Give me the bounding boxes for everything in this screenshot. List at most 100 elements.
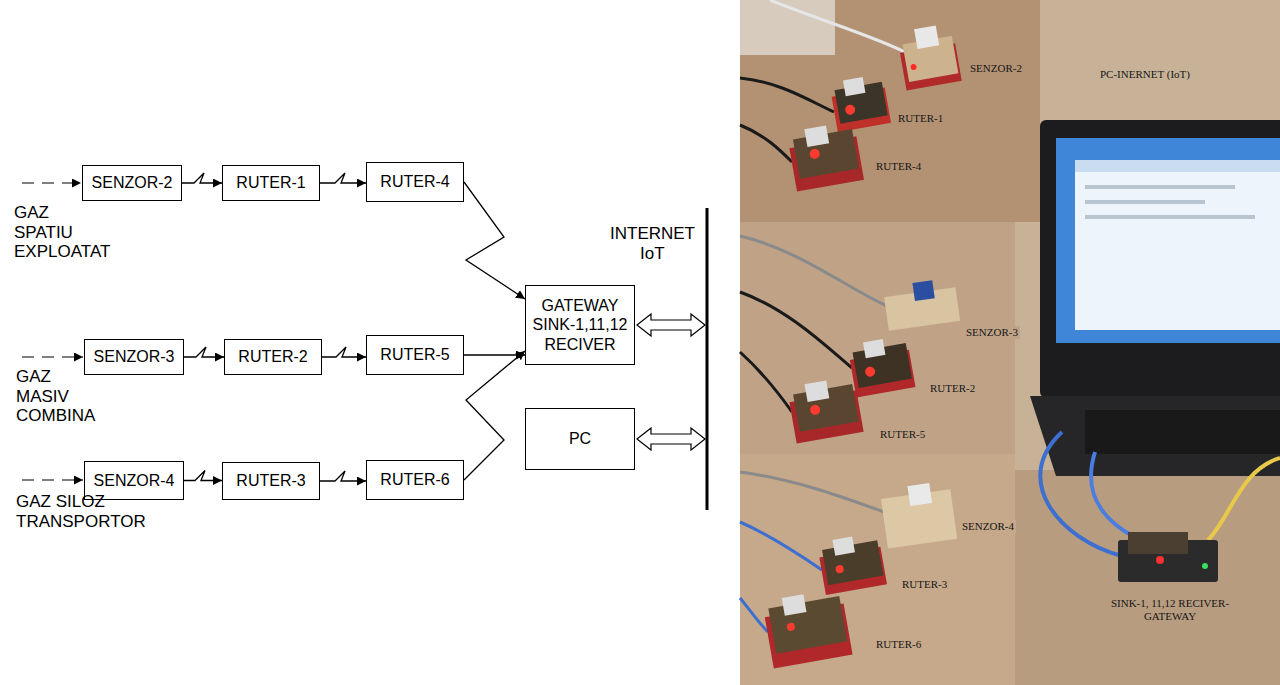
gas-source-label: GAZ SPATIU EXPLOATAT bbox=[14, 203, 110, 262]
sensor-board bbox=[880, 480, 958, 548]
photo-caption: SENZOR-2 bbox=[968, 62, 1024, 75]
router-board bbox=[817, 532, 887, 595]
photo-ground bbox=[740, 0, 1040, 222]
router-board bbox=[829, 74, 891, 133]
window-line bbox=[1085, 200, 1205, 204]
radio-link bbox=[464, 182, 525, 299]
cable bbox=[740, 522, 822, 570]
gas-sensor-module bbox=[907, 483, 932, 506]
router-board bbox=[787, 121, 864, 192]
photo-caption: RUTER-2 bbox=[928, 382, 977, 395]
pc-box: PC bbox=[525, 408, 635, 470]
cable bbox=[740, 292, 852, 368]
sink-shield bbox=[1128, 532, 1188, 554]
gas-input-arrow bbox=[22, 182, 81, 183]
photo-ground bbox=[740, 0, 1280, 685]
usb-cable bbox=[1040, 432, 1122, 556]
led bbox=[1156, 556, 1164, 564]
node-label: PC bbox=[530, 429, 630, 448]
cable bbox=[740, 472, 884, 512]
photo-ground bbox=[740, 454, 1015, 685]
cable bbox=[740, 236, 887, 306]
router-board bbox=[787, 376, 864, 444]
node-label: SENZOR-3 bbox=[89, 347, 179, 366]
gas-source-label: GAZ SILOZ TRANSPORTOR bbox=[16, 492, 146, 531]
node-label: RUTER-2 bbox=[229, 347, 317, 366]
gas-sensor-module bbox=[914, 25, 939, 49]
radio-link bbox=[322, 347, 366, 357]
sensor-box: SENZOR-2 bbox=[82, 165, 182, 201]
router-box: RUTER-5 bbox=[366, 335, 464, 375]
photo-caption: PC-INERNET (IoT) bbox=[1098, 68, 1192, 81]
led bbox=[1202, 563, 1208, 569]
photo-caption: SENZOR-3 bbox=[964, 326, 1020, 339]
radio-module bbox=[863, 339, 885, 358]
gas-sensor-module bbox=[912, 280, 934, 301]
node-label: RUTER-1 bbox=[227, 173, 315, 192]
led bbox=[864, 366, 876, 378]
radio-link bbox=[464, 351, 525, 480]
radio-link bbox=[182, 173, 222, 183]
radio-module bbox=[805, 380, 830, 402]
photo-caption: RUTER-5 bbox=[878, 428, 927, 441]
led bbox=[835, 564, 844, 573]
radio-module bbox=[804, 125, 829, 147]
window-line bbox=[1085, 215, 1255, 219]
node-label: SENZOR-4 bbox=[89, 471, 179, 490]
router-board bbox=[847, 335, 915, 398]
node-label: SENZOR-2 bbox=[87, 173, 177, 192]
cable bbox=[740, 125, 792, 162]
gas-source-label: GAZ MASIV COMBINA bbox=[16, 367, 95, 426]
radio-link bbox=[184, 347, 224, 357]
photo-caption: RUTER-1 bbox=[896, 112, 945, 125]
laptop-base bbox=[1030, 396, 1280, 476]
radio-link bbox=[320, 471, 366, 481]
gas-input-arrow bbox=[22, 356, 83, 357]
window-line bbox=[1085, 185, 1235, 189]
photo-ground bbox=[1015, 470, 1280, 685]
router-box: RUTER-6 bbox=[366, 460, 464, 500]
radio-module bbox=[782, 594, 807, 616]
gateway-box: GATEWAY SINK-1,11,12 RECIVER bbox=[525, 285, 635, 365]
laptop-lid bbox=[1040, 120, 1280, 398]
double-arrow bbox=[637, 428, 705, 450]
radio-link bbox=[184, 471, 222, 481]
laptop-screen bbox=[1056, 138, 1280, 343]
cable bbox=[740, 598, 768, 632]
photo-caption: RUTER-3 bbox=[900, 578, 949, 591]
board-shield bbox=[768, 596, 847, 654]
usb-cable bbox=[1091, 452, 1140, 540]
router-box: RUTER-4 bbox=[366, 162, 464, 202]
node-label: RUTER-4 bbox=[371, 172, 459, 191]
router-board bbox=[762, 588, 853, 669]
internet-bus bbox=[706, 208, 709, 510]
radio-link bbox=[464, 354, 525, 355]
led bbox=[786, 622, 795, 631]
router-box: RUTER-2 bbox=[224, 339, 322, 375]
led bbox=[844, 104, 856, 116]
node-label: GATEWAY SINK-1,11,12 RECIVER bbox=[530, 296, 630, 354]
window-titlebar bbox=[1075, 160, 1280, 172]
radio-module bbox=[843, 77, 865, 96]
photo-caption: SENZOR-4 bbox=[960, 520, 1016, 533]
sensor-board bbox=[883, 277, 960, 331]
photo-caption: RUTER-4 bbox=[874, 160, 923, 173]
node-label: RUTER-6 bbox=[371, 470, 459, 489]
radio-module bbox=[832, 536, 854, 555]
node-label: RUTER-5 bbox=[371, 345, 459, 364]
led bbox=[910, 63, 917, 70]
cable bbox=[740, 78, 834, 112]
gas-input-arrow bbox=[22, 479, 83, 480]
network-label: INTERNET IoT bbox=[610, 224, 695, 263]
photo-caption: SINK-1, 11,12 RECIVER-GATEWAY bbox=[1103, 597, 1237, 622]
cable bbox=[770, 0, 905, 52]
laptop-keyboard bbox=[1085, 410, 1280, 454]
led bbox=[809, 148, 821, 160]
sensor-box: SENZOR-3 bbox=[84, 339, 184, 375]
screen-window bbox=[1075, 160, 1280, 330]
photo-caption: RUTER-6 bbox=[874, 638, 923, 651]
cable bbox=[740, 352, 792, 412]
